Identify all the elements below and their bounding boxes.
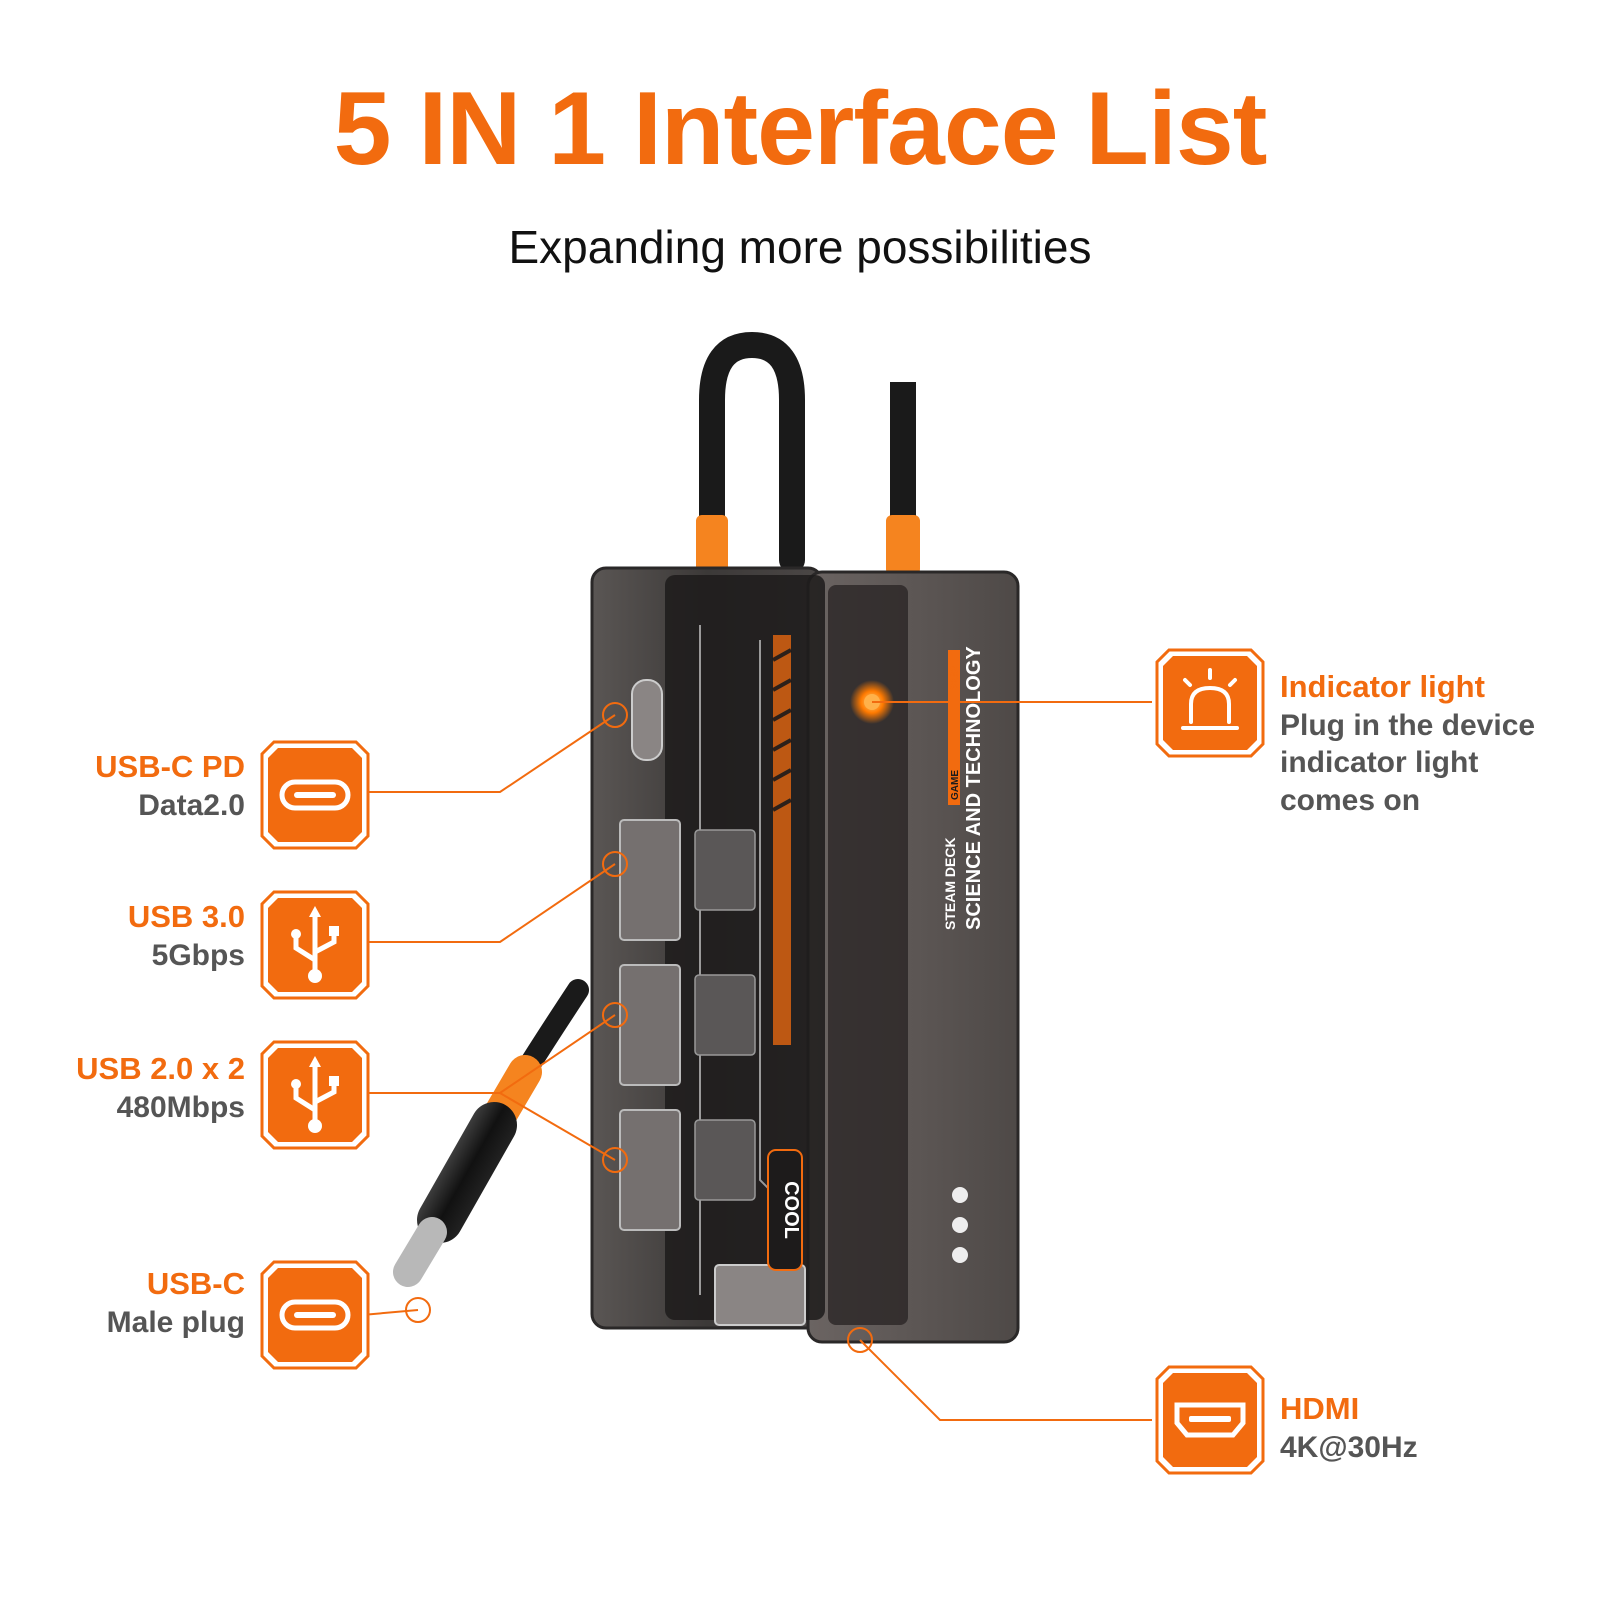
page-title: 5 IN 1 Interface List <box>333 71 1268 187</box>
hdmi-title: HDMI <box>1280 1391 1360 1426</box>
hdmi-badge <box>1155 1365 1265 1475</box>
usb-c-port-icon <box>260 1260 370 1370</box>
usb-2-title: USB 2.0 x 2 <box>76 1051 245 1086</box>
usb-c-male-detail: Male plug <box>106 1305 245 1339</box>
usb-c-male-badge <box>260 1260 370 1370</box>
indicator-light-label: Indicator light Plug in the device indic… <box>1280 668 1535 819</box>
indicator-light-detail-3: comes on <box>1280 783 1421 817</box>
usb-c-pd-label: USB-C PD Data2.0 <box>95 748 245 824</box>
right-cable <box>886 382 920 575</box>
alarm-light-icon <box>1155 648 1265 758</box>
usb-2-badge <box>260 1040 370 1150</box>
indicator-light-badge <box>1155 648 1265 758</box>
hdmi-detail: 4K@30Hz <box>1280 1430 1418 1464</box>
callout-lines <box>361 701 1152 1421</box>
usb-c-cable <box>393 979 589 1287</box>
top-cable-loop <box>696 331 805 575</box>
indicator-light-title: Indicator light <box>1280 669 1485 704</box>
hub-body: COOL SCIENCE AND TECHNOLOGY STEAM DECK G… <box>590 566 1020 1344</box>
side-text-main: SCIENCE AND TECHNOLOGY <box>963 646 985 930</box>
usb-2-detail: 480Mbps <box>116 1090 245 1124</box>
usb-c-male-title: USB-C <box>146 1266 245 1301</box>
hdmi-label: HDMI 4K@30Hz <box>1280 1390 1418 1466</box>
usb-2-label: USB 2.0 x 2 480Mbps <box>76 1050 245 1126</box>
indicator-light-detail-1: Plug in the device <box>1280 708 1536 742</box>
side-text-brand: STEAM DECK <box>942 837 958 930</box>
usb-c-pd-badge <box>260 740 370 850</box>
usb-c-port-icon <box>260 740 370 850</box>
usb-c-male-label: USB-C Male plug <box>107 1265 245 1341</box>
usb-3-badge <box>260 890 370 1000</box>
side-text-tag: GAME <box>950 770 961 800</box>
page-subtitle: Expanding more possibilities <box>508 221 1092 273</box>
usb-trident-icon <box>260 890 370 1000</box>
side-text-code: 3282 <box>949 666 961 690</box>
hdmi-port-icon <box>1155 1365 1265 1475</box>
usb-trident-icon <box>260 1040 370 1150</box>
usb-c-pd-title: USB-C PD <box>95 749 245 784</box>
usb-3-detail: 5Gbps <box>151 938 245 972</box>
indicator-light-detail-2: indicator light <box>1280 746 1479 780</box>
usb-3-title: USB 3.0 <box>127 899 245 934</box>
usb-c-pd-detail: Data2.0 <box>138 788 245 822</box>
board-cool-text: COOL <box>780 1181 802 1239</box>
usb-3-label: USB 3.0 5Gbps <box>128 898 245 974</box>
